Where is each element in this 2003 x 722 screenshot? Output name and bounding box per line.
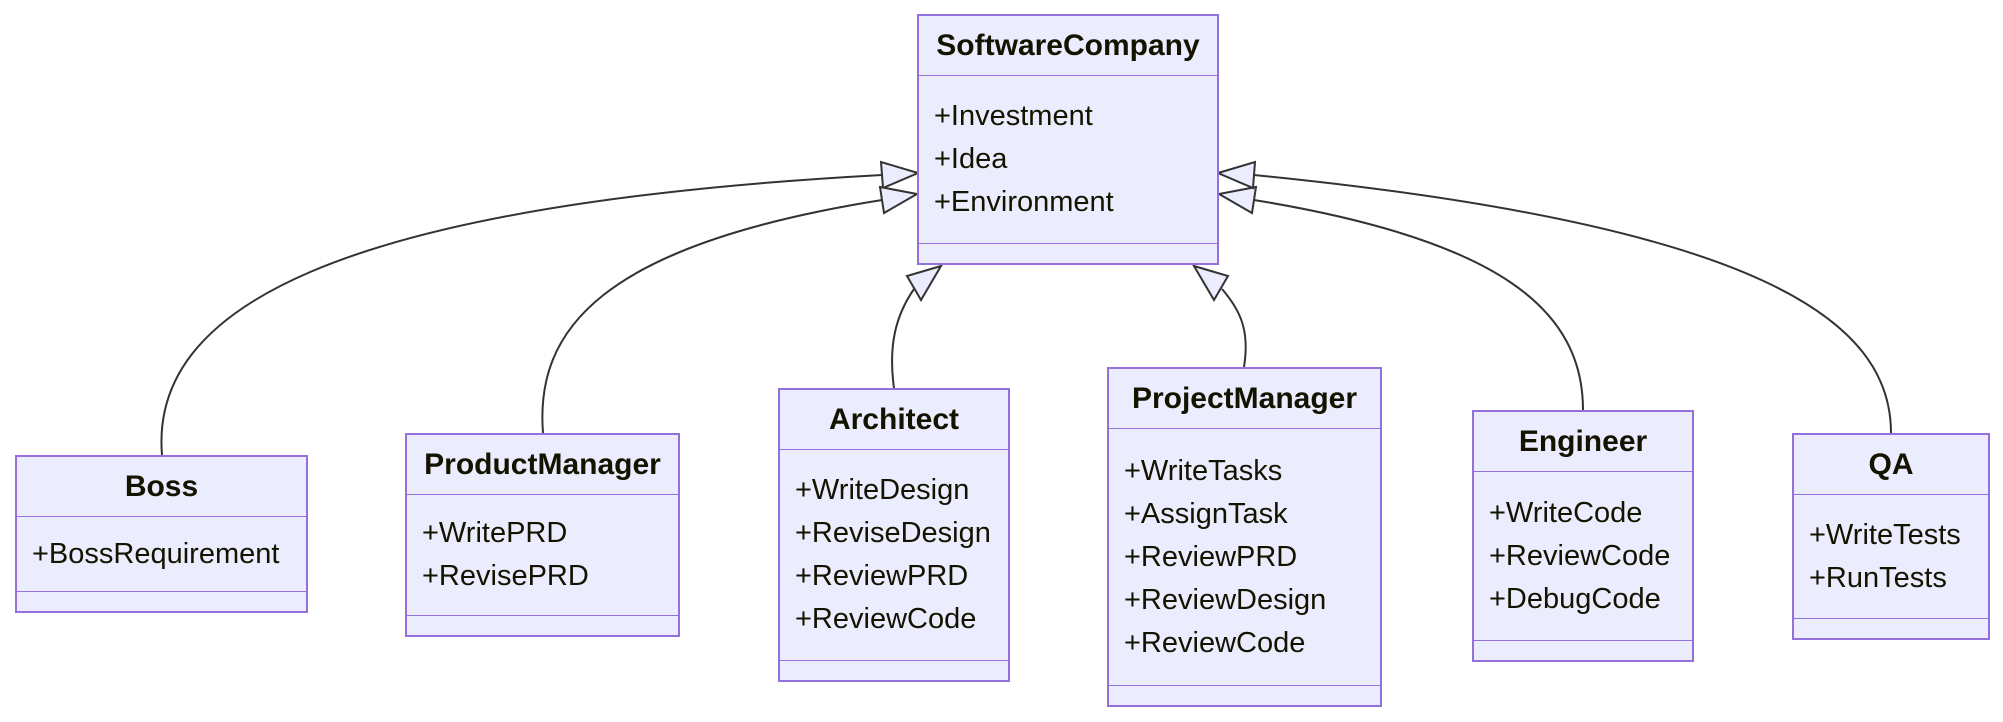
class-methods-empty-section bbox=[1474, 640, 1692, 660]
class-title: Architect bbox=[780, 390, 1008, 450]
class-attributes: +WriteDesign +ReviseDesign +ReviewPRD +R… bbox=[780, 450, 1008, 660]
class-attribute: +ReviseDesign bbox=[795, 517, 991, 549]
inheritance-arrowhead-boss bbox=[879, 160, 921, 190]
class-attribute: +WritePRD bbox=[422, 517, 568, 549]
class-methods-empty-section bbox=[407, 615, 678, 635]
class-attributes: +BossRequirement bbox=[17, 517, 306, 591]
relation-line-boss-softwarecompany bbox=[160, 174, 883, 456]
class-title: ProjectManager bbox=[1109, 369, 1380, 429]
class-box-projectmanager: ProjectManager +WriteTasks +AssignTask +… bbox=[1107, 367, 1382, 707]
class-attribute: +Idea bbox=[934, 143, 1008, 175]
class-attributes: +WriteTasks +AssignTask +ReviewPRD +Revi… bbox=[1109, 429, 1380, 685]
class-attribute: +Environment bbox=[934, 186, 1114, 218]
class-box-engineer: Engineer +WriteCode +ReviewCode +DebugCo… bbox=[1472, 410, 1694, 662]
class-title: SoftwareCompany bbox=[919, 16, 1217, 76]
class-attribute: +AssignTask bbox=[1124, 497, 1288, 530]
class-title: Engineer bbox=[1474, 412, 1692, 472]
class-box-softwarecompany: SoftwareCompany +Investment +Idea +Envir… bbox=[917, 14, 1219, 265]
class-attribute: +ReviewCode bbox=[795, 603, 977, 635]
class-attribute: +ReviewCode bbox=[1124, 626, 1306, 659]
class-box-productmanager: ProductManager +WritePRD +RevisePRD bbox=[405, 433, 680, 637]
class-box-boss: Boss +BossRequirement bbox=[15, 455, 308, 613]
class-methods-empty-section bbox=[780, 660, 1008, 680]
class-methods-empty-section bbox=[919, 243, 1217, 263]
relation-line-projectmanager-softwarecompany bbox=[1221, 288, 1247, 368]
relation-line-architect-softwarecompany bbox=[891, 288, 915, 389]
class-attributes: +WriteCode +ReviewCode +DebugCode bbox=[1474, 472, 1692, 640]
class-methods-empty-section bbox=[1794, 618, 1988, 638]
inheritance-arrowhead-qa bbox=[1215, 160, 1257, 190]
class-attribute: +WriteTests bbox=[1809, 518, 1961, 551]
inheritance-arrowhead-productmanager bbox=[878, 185, 920, 215]
class-attribute: +ReviewCode bbox=[1489, 539, 1671, 572]
class-attributes: +WriteTests +RunTests bbox=[1794, 495, 1988, 618]
class-box-architect: Architect +WriteDesign +ReviseDesign +Re… bbox=[778, 388, 1010, 682]
class-attributes: +Investment +Idea +Environment bbox=[919, 76, 1217, 243]
class-box-qa: QA +WriteTests +RunTests bbox=[1792, 433, 1990, 640]
class-attribute: +DebugCode bbox=[1489, 582, 1661, 615]
class-attribute: +RevisePRD bbox=[422, 560, 589, 592]
inheritance-arrowhead-engineer bbox=[1216, 185, 1258, 215]
class-attribute: +WriteDesign bbox=[795, 474, 970, 506]
inheritance-arrowhead-architect bbox=[905, 264, 944, 302]
class-attribute: +WriteCode bbox=[1489, 496, 1643, 529]
class-attribute: +BossRequirement bbox=[32, 537, 280, 570]
class-attribute: +ReviewDesign bbox=[1124, 583, 1327, 616]
relation-line-engineer-softwarecompany bbox=[1253, 199, 1584, 411]
class-title: QA bbox=[1794, 435, 1988, 495]
class-attributes: +WritePRD +RevisePRD bbox=[407, 495, 678, 615]
class-methods-empty-section bbox=[1109, 685, 1380, 705]
class-attribute: +WriteTasks bbox=[1124, 454, 1283, 487]
class-attribute: +RunTests bbox=[1809, 561, 1947, 594]
class-attribute: +ReviewPRD bbox=[795, 560, 969, 592]
relation-line-productmanager-softwarecompany bbox=[541, 199, 883, 434]
class-title: Boss bbox=[17, 457, 306, 517]
class-attribute: +ReviewPRD bbox=[1124, 540, 1298, 573]
class-title: ProductManager bbox=[407, 435, 678, 495]
class-methods-empty-section bbox=[17, 591, 306, 611]
class-attribute: +Investment bbox=[934, 100, 1093, 132]
relation-line-qa-softwarecompany bbox=[1253, 174, 1892, 434]
inheritance-arrowhead-projectmanager bbox=[1191, 264, 1230, 302]
